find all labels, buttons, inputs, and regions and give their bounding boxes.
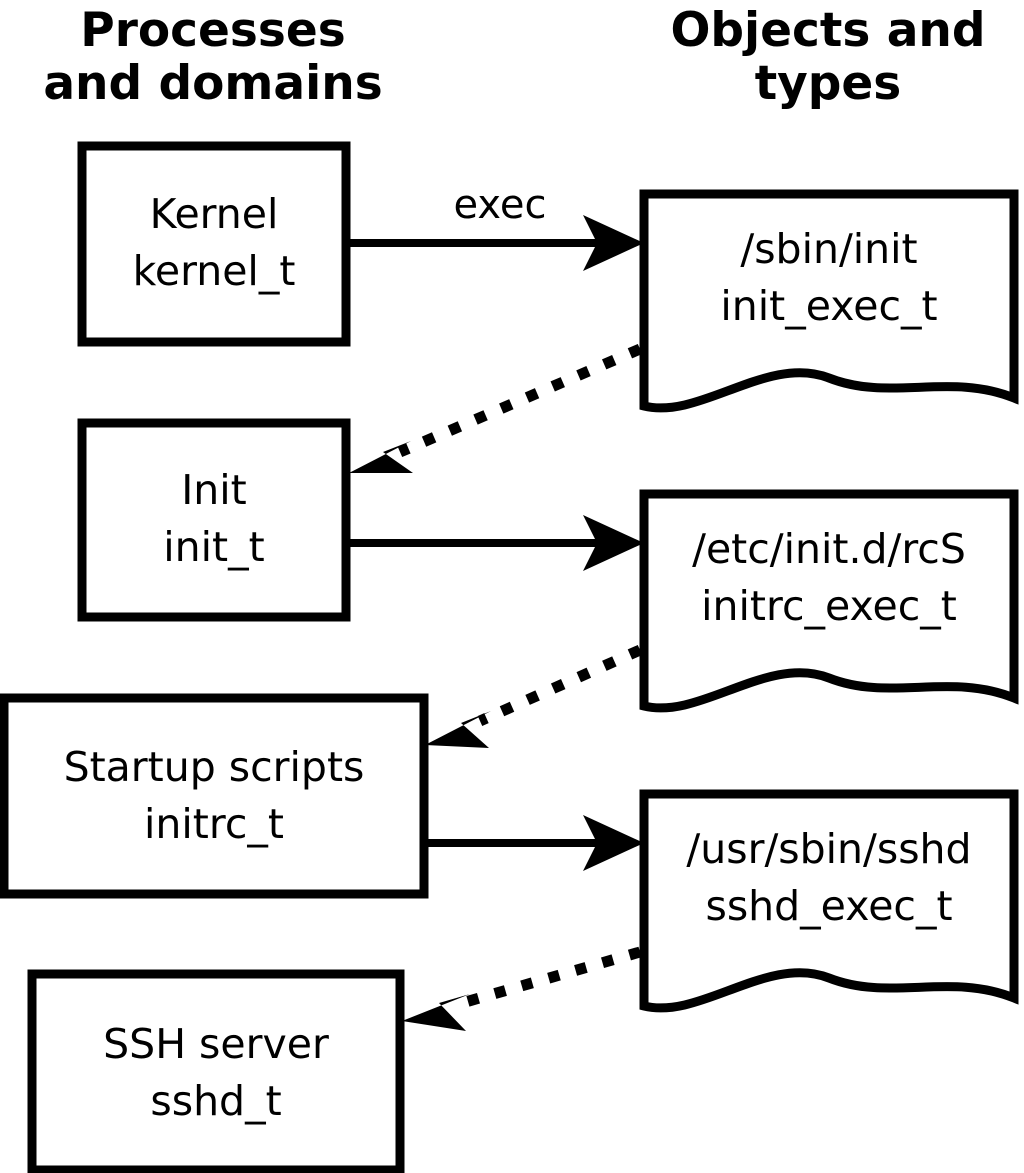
edge-init-exec-transition-line[interactable] [397,343,643,458]
node-startup-scripts[interactable]: Startup scripts initrc_t [0,693,429,899]
node-sshd-exec[interactable]: /usr/sbin/sshd sshd_exec_t [639,789,1019,1013]
node-kernel-line1: Kernel [150,190,279,238]
edge-initrc-exec-sshd[interactable] [424,815,644,871]
node-initrc-exec[interactable]: /etc/init.d/rcS initrc_exec_t [639,489,1019,713]
edge-init-exec-initrc[interactable] [346,515,644,571]
edge-sshd-exec-transition-arrowhead [402,994,470,1031]
edge-sshd-exec-transition[interactable] [402,946,642,1031]
node-init-line2: init_t [163,523,264,571]
node-startup-scripts-line1: Startup scripts [64,743,365,791]
node-sshd-exec-line1: /usr/sbin/sshd [686,825,971,873]
node-initrc-exec-shape[interactable] [639,489,1019,713]
node-init-exec-shape[interactable] [639,189,1019,413]
node-init-exec[interactable]: /sbin/init init_exec_t [639,189,1019,413]
edge-initrc-exec-sshd-arrowhead [583,815,644,871]
node-ssh-server[interactable]: SSH server sshd_t [27,969,405,1173]
header-right-line1: Objects and [670,3,985,58]
node-kernel[interactable]: Kernel kernel_t [77,141,351,347]
column-header-processes: Processes and domains [43,3,382,111]
header-right-line2: types [755,56,902,111]
edge-initrc-exec-transition-line[interactable] [477,644,643,727]
column-header-objects: Objects and types [670,3,985,111]
edge-kernel-exec-arrowhead [583,215,644,271]
node-initrc-exec-line1: /etc/init.d/rcS [692,525,966,573]
header-left-line2: and domains [43,56,382,111]
node-init-shape[interactable] [77,418,351,622]
edge-kernel-exec-label: exec [454,182,547,228]
edge-init-exec-transition-arrowhead [349,441,413,473]
edge-initrc-exec-transition[interactable] [425,644,643,748]
node-ssh-server-shape[interactable] [27,969,405,1173]
edge-kernel-exec[interactable]: exec [346,182,644,271]
node-init[interactable]: Init init_t [77,418,351,622]
header-left-line1: Processes [80,3,345,58]
node-initrc-exec-line2: initrc_exec_t [701,582,957,630]
edge-initrc-exec-transition-arrowhead [425,711,491,748]
node-startup-scripts-shape[interactable] [0,693,429,899]
node-init-exec-line2: init_exec_t [720,282,937,330]
node-ssh-server-line2: sshd_t [150,1077,281,1125]
node-kernel-line2: kernel_t [133,247,296,295]
node-ssh-server-line1: SSH server [103,1020,329,1068]
edge-sshd-exec-transition-line[interactable] [460,946,642,1009]
edge-init-exec-initrc-arrowhead [583,515,644,571]
node-kernel-shape[interactable] [77,141,351,347]
edge-init-exec-transition[interactable] [349,343,643,473]
node-sshd-exec-shape[interactable] [639,789,1019,1013]
node-init-exec-line1: /sbin/init [740,225,917,273]
node-startup-scripts-line2: initrc_t [144,800,284,848]
node-sshd-exec-line2: sshd_exec_t [705,882,952,930]
node-init-line1: Init [181,466,247,514]
